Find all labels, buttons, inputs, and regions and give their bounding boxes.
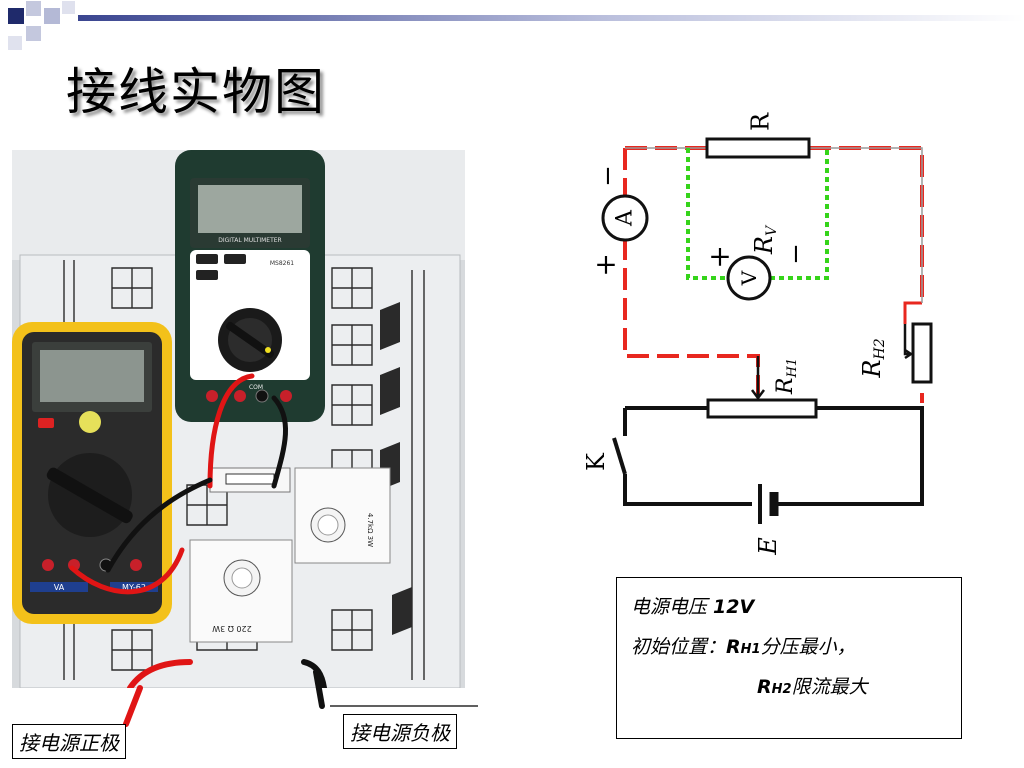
info-line-initial-rh1: 初始位置：RH1分压最小， xyxy=(631,636,856,658)
meter-right-model: MS8261 xyxy=(270,260,294,267)
caption-negative: 接电源负极 xyxy=(343,714,457,749)
voltmeter-plus: + xyxy=(708,240,731,273)
battery-label: E xyxy=(754,537,782,556)
circuit-diagram: R A − + V + − RV RH1 RH2 K E xyxy=(582,112,933,556)
voltmeter-r-label: RV xyxy=(750,224,780,255)
ammeter-minus: − xyxy=(593,165,623,187)
info-line-initial-rh2: RH2限流最大 xyxy=(757,676,868,698)
header-decoration xyxy=(8,1,1024,50)
voltmeter xyxy=(726,255,772,301)
voltmeter-minus: − xyxy=(781,243,811,265)
rheostat-rh2 xyxy=(911,322,933,384)
label-r: R xyxy=(747,112,775,131)
potentiometer-220: 220 Ω 3W xyxy=(189,539,293,643)
pot2-label: 4.7kΩ 3W xyxy=(366,513,374,547)
ammeter-plus: + xyxy=(594,248,617,281)
page-title: 接线实物图 xyxy=(66,63,326,121)
rh1-label: RH1 xyxy=(773,358,800,395)
right-multimeter: DIGITAL MULTIMETER MS8261 COM xyxy=(175,150,325,422)
meter-right-header: DIGITAL MULTIMETER xyxy=(218,237,281,244)
info-box: 电源电压 12V 初始位置：RH1分压最小， RH2限流最大 xyxy=(616,577,962,739)
potentiometer-4k7: 4.7kΩ 3W xyxy=(294,467,391,564)
rheostat-rh1 xyxy=(706,398,818,419)
caption-positive: 接电源正极 xyxy=(12,724,126,759)
meter-left-brand: VA xyxy=(54,583,65,592)
switch-label: K xyxy=(582,452,610,471)
rh2-label: RH2 xyxy=(858,338,888,378)
pot1-label: 220 Ω 3W xyxy=(212,624,252,633)
meter-left-model: MY-62 xyxy=(122,583,146,592)
voltmeter-label: V xyxy=(737,270,761,286)
resistor-r xyxy=(705,137,811,159)
wiring-photo: DIGITAL MULTIMETER MS8261 COM VA MY-62 xyxy=(12,150,465,688)
meter-right-com: COM xyxy=(249,384,263,391)
info-line-voltage: 电源电压 12V xyxy=(631,596,755,618)
ammeter-label: A xyxy=(613,209,638,227)
switch-k xyxy=(612,437,627,475)
left-multimeter: VA MY-62 xyxy=(12,322,172,624)
ammeter xyxy=(601,194,649,242)
